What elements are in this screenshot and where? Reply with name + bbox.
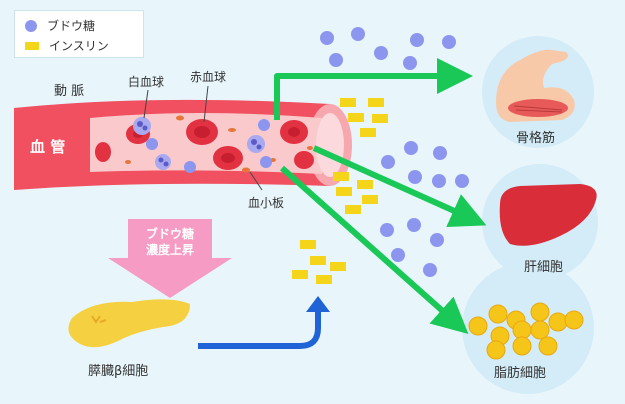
muscle-icon xyxy=(496,49,575,122)
glucose-middle xyxy=(381,141,469,188)
insulin-icon xyxy=(25,41,39,50)
annotation-lines xyxy=(143,85,263,191)
platelet-label: 血小板 xyxy=(248,196,285,210)
white-blood-cells xyxy=(133,117,265,170)
glucose-icon xyxy=(25,19,37,32)
pancreas-label: 膵臓β細胞 xyxy=(88,364,149,379)
insulin-upper xyxy=(340,98,388,137)
insulin-lower xyxy=(292,240,346,284)
glucose-upper xyxy=(320,27,456,70)
red-blood-cell-label: 赤血球 xyxy=(190,70,227,84)
insulin-middle xyxy=(333,172,378,214)
legend-insulin: インスリン xyxy=(25,37,109,54)
muscle-label: 骨格筋 xyxy=(516,131,556,146)
fat-cells-icon xyxy=(468,302,584,360)
blue-arrow xyxy=(198,296,330,349)
white-blood-cell-label: 白血球 xyxy=(128,75,165,89)
artery-label: 動 脈 xyxy=(54,84,85,99)
legend-glucose: ブドウ糖 xyxy=(25,17,95,34)
pancreas-shape xyxy=(68,299,190,348)
vessel-glucose xyxy=(146,119,272,173)
liver-icon xyxy=(499,184,597,246)
glucose-rise-label: ブドウ糖 濃度上昇 xyxy=(145,227,194,257)
blood-vessel-label: 血 管 xyxy=(30,138,66,156)
glucose-lower xyxy=(380,218,444,277)
fat-label: 脂肪細胞 xyxy=(494,366,547,381)
platelets xyxy=(125,115,313,173)
green-arrows xyxy=(274,58,487,334)
legend-glucose-label: ブドウ糖 xyxy=(47,19,96,33)
liver-label: 肝細胞 xyxy=(524,260,564,275)
glucose-rise-arrow xyxy=(108,219,232,298)
legend: ブドウ糖 インスリン xyxy=(14,10,144,58)
legend-insulin-label: インスリン xyxy=(49,39,109,53)
